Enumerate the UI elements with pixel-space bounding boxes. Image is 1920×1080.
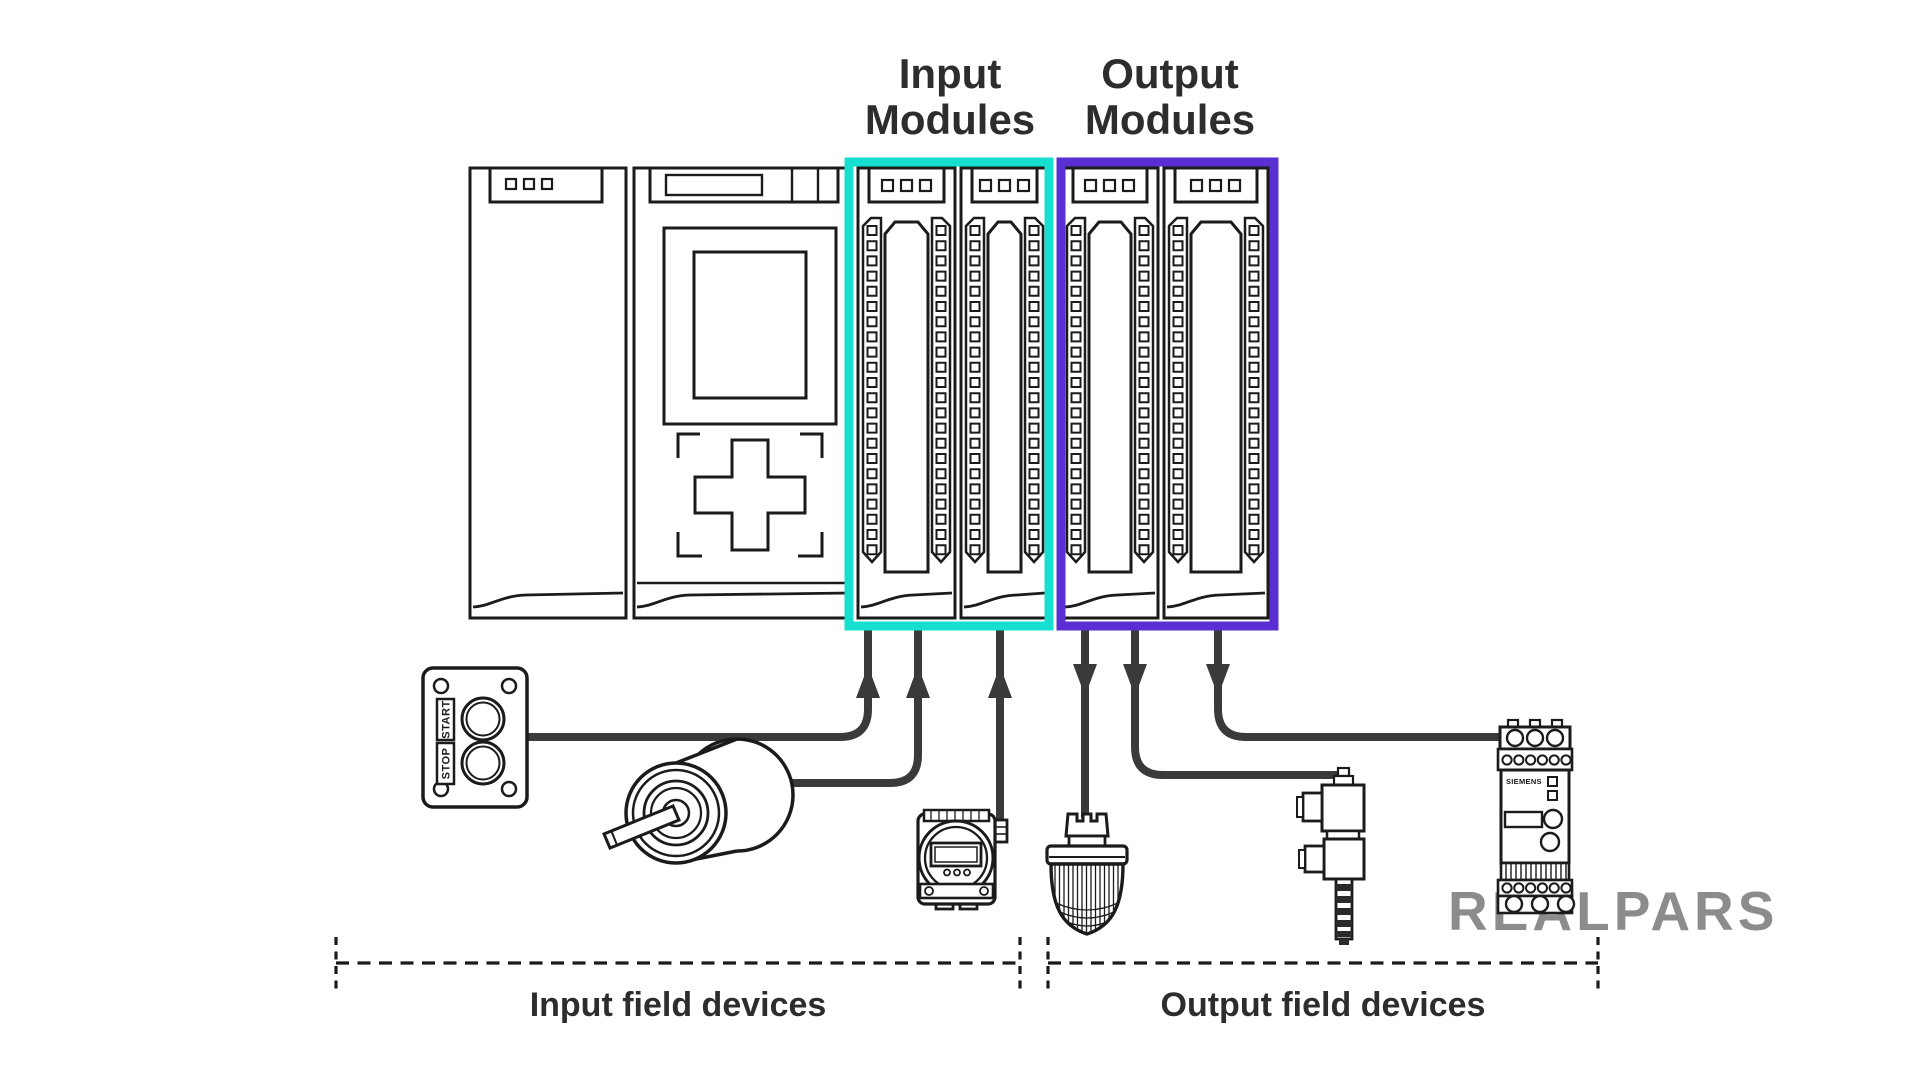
output-modules-label: Output Modules xyxy=(1085,50,1255,143)
input-arrow-up-icon xyxy=(906,666,930,698)
input-arrow-up-icon xyxy=(988,666,1012,698)
wire-pushbutton-to-input-module xyxy=(527,626,872,741)
valve-body xyxy=(1322,837,1366,881)
rotary-encoder xyxy=(602,737,795,865)
start-button xyxy=(460,696,506,742)
plc-rack xyxy=(468,166,1270,620)
cpu-display xyxy=(662,226,838,426)
cpu-keypad xyxy=(676,432,824,558)
led-indicator xyxy=(522,177,536,191)
wire-output-module-to-valve xyxy=(1131,626,1338,779)
solenoid-valve xyxy=(1296,766,1366,945)
output-modules-label-line2: Modules xyxy=(1085,96,1255,143)
signal-wires xyxy=(527,626,1502,826)
motor-starter: SIEMENS xyxy=(1496,718,1576,915)
module-doors xyxy=(883,220,1243,574)
lcd-display xyxy=(929,841,983,868)
led-indicator xyxy=(504,177,518,191)
cpu-top-band xyxy=(648,166,840,204)
power-supply-module xyxy=(468,166,628,620)
led-indicator xyxy=(540,177,554,191)
output-arrow-down-icon xyxy=(1123,664,1147,696)
wire-output-module-to-starter xyxy=(1214,626,1502,741)
input-modules-label-line2: Modules xyxy=(865,96,1035,143)
keypad-bracket xyxy=(800,432,824,458)
beacon-cap xyxy=(1064,812,1110,838)
keypad-bracket xyxy=(676,432,700,458)
input-modules-label: Input Modules xyxy=(865,50,1035,143)
input-arrow-up-icon xyxy=(856,666,880,698)
encoder-shaft xyxy=(602,804,681,850)
screw-icon xyxy=(432,677,450,695)
screw-icon xyxy=(500,677,518,695)
module-bottom-seams xyxy=(472,591,1266,609)
wire-encoder-to-input-module xyxy=(780,626,922,787)
output-arrow-down-icon xyxy=(1206,664,1230,696)
stop-button-label: STOP xyxy=(441,748,453,780)
input-modules-label-line1: Input xyxy=(899,50,1002,97)
stop-button xyxy=(460,740,506,786)
screw-icon xyxy=(500,780,518,798)
siemens-brand-label: SIEMENS xyxy=(1506,777,1542,786)
cpu-screen xyxy=(692,250,808,400)
output-field-devices-label: Output field devices xyxy=(1161,986,1486,1024)
output-modules-box xyxy=(1056,157,1279,631)
power-supply-led-band xyxy=(488,166,604,204)
keypad-cross xyxy=(693,438,807,552)
input-modules-box xyxy=(844,157,1054,631)
starter-display-slot xyxy=(1503,810,1544,829)
screw-icon xyxy=(979,886,989,896)
output-arrow-down-icon xyxy=(1073,664,1097,696)
input-devices-bracket xyxy=(334,937,1022,990)
input-field-devices-label: Input field devices xyxy=(530,986,827,1024)
transmitter-sensor xyxy=(916,808,1009,911)
valve-coil xyxy=(1320,783,1366,833)
screw-icon xyxy=(924,886,934,896)
keypad-bracket xyxy=(676,532,702,558)
keypad-bracket xyxy=(798,532,824,558)
beacon-light xyxy=(1045,812,1129,936)
start-button-label: START xyxy=(441,700,453,738)
terminal-strips xyxy=(861,216,1265,564)
output-devices-bracket xyxy=(1046,937,1600,990)
io-module-led-bands xyxy=(867,166,1259,204)
push-button-station: START STOP xyxy=(421,666,529,809)
output-modules-label-line1: Output xyxy=(1101,50,1239,97)
